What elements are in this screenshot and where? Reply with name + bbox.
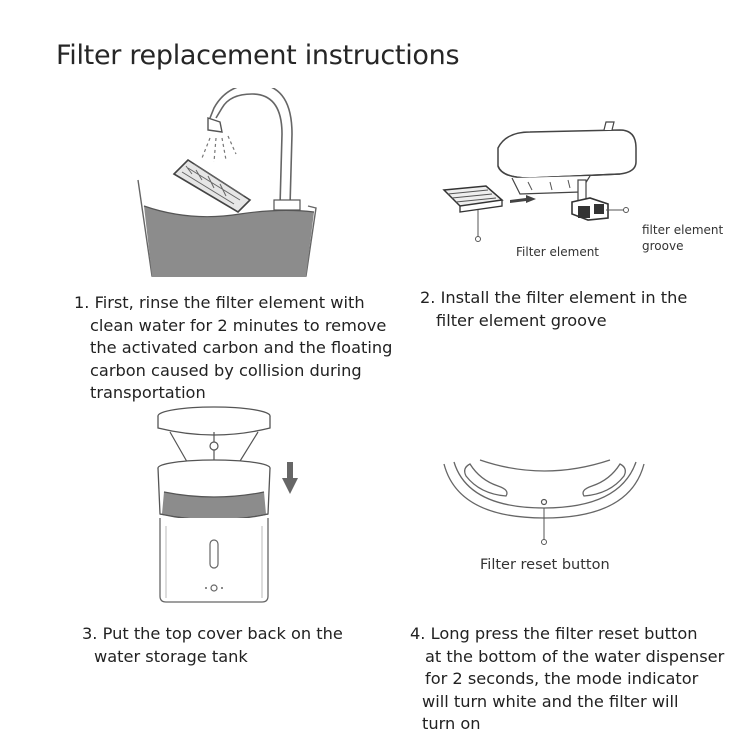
step-1-text: 1. First, rinse the filter element with … xyxy=(74,292,392,405)
dispenser-base-icon xyxy=(159,518,269,603)
step-1-line: clean water for 2 minutes to remove xyxy=(90,315,387,335)
step-4-text: 4. Long press the filter reset button at… xyxy=(410,623,724,736)
step-1-line: the activated carbon and the floating xyxy=(90,338,393,357)
step-4-line: for 2 seconds, the mode indicator xyxy=(425,669,699,688)
groove-label-line1: filter element xyxy=(642,223,724,237)
step-1-line: 1. First, rinse the filter element with xyxy=(74,293,365,312)
top-cover-illustration xyxy=(157,406,298,603)
step-1-line: transportation xyxy=(90,383,206,402)
step-2-line: 2. Install the filter element in the xyxy=(420,288,688,307)
step-2-text: 2. Install the filter element in the fil… xyxy=(420,287,687,332)
faucet-icon xyxy=(207,88,301,211)
arrow-icon xyxy=(510,195,536,203)
step-3-line: water storage tank xyxy=(94,646,248,666)
groove-label-line2: groove xyxy=(642,239,683,253)
step-4-line: 4. Long press the filter reset button xyxy=(410,624,698,643)
step-4-line: will turn white and the filter will xyxy=(422,691,679,711)
filter-element-label: Filter element xyxy=(516,245,599,259)
reset-button-label: Filter reset button xyxy=(480,557,610,573)
fountain-top-cover-icon xyxy=(157,406,271,502)
step-3-line: 3. Put the top cover back on the xyxy=(82,624,343,643)
step-4-line: at the bottom of the water dispenser xyxy=(425,646,725,666)
step-1-line: carbon caused by collision during xyxy=(90,360,362,380)
callout-lines xyxy=(475,210,481,242)
pump-icon xyxy=(571,179,629,221)
step-2-line: filter element groove xyxy=(436,310,607,330)
fountain-top-cover-icon xyxy=(497,121,637,195)
filter-cartridge-icon xyxy=(442,185,504,213)
reset-button-illustration: Filter reset button xyxy=(443,459,645,573)
install-illustration: Filter element filter element groove xyxy=(442,121,724,259)
filter-cartridge-icon xyxy=(172,158,252,214)
step-3-text: 3. Put the top cover back on the water s… xyxy=(82,623,343,668)
down-arrow-icon xyxy=(282,462,298,494)
page-title: Filter replacement instructions xyxy=(56,40,460,72)
water-drops-icon xyxy=(201,135,237,163)
step-4-line: turn on xyxy=(422,714,481,733)
filter-reset-button[interactable] xyxy=(540,498,548,545)
rinse-illustration xyxy=(137,88,317,277)
water-dispenser-icon xyxy=(157,459,271,521)
